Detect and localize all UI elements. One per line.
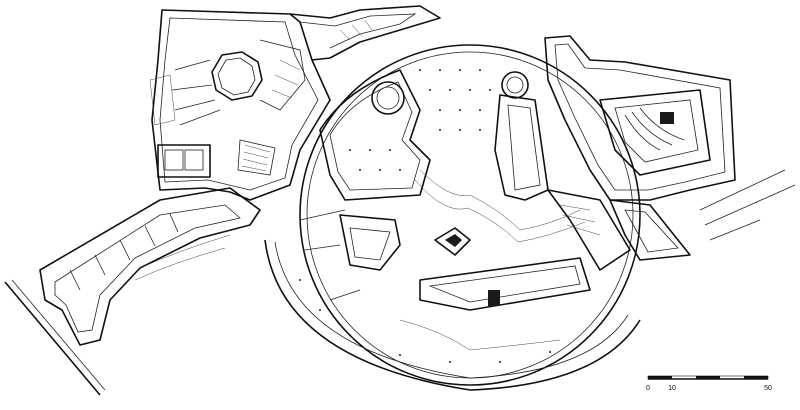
east-connector	[547, 189, 631, 271]
structural-columns	[299, 69, 551, 363]
southwest-wing	[4, 187, 261, 396]
northwest-building	[149, 9, 331, 201]
north-wing	[289, 5, 441, 61]
scale-label-50: 50	[764, 385, 772, 392]
scale-bar: 0 10 50	[646, 375, 772, 392]
east-building	[544, 35, 796, 261]
scale-label-10: 10	[668, 385, 676, 392]
scale-label-0: 0	[646, 385, 650, 392]
central-rotunda	[264, 44, 641, 391]
